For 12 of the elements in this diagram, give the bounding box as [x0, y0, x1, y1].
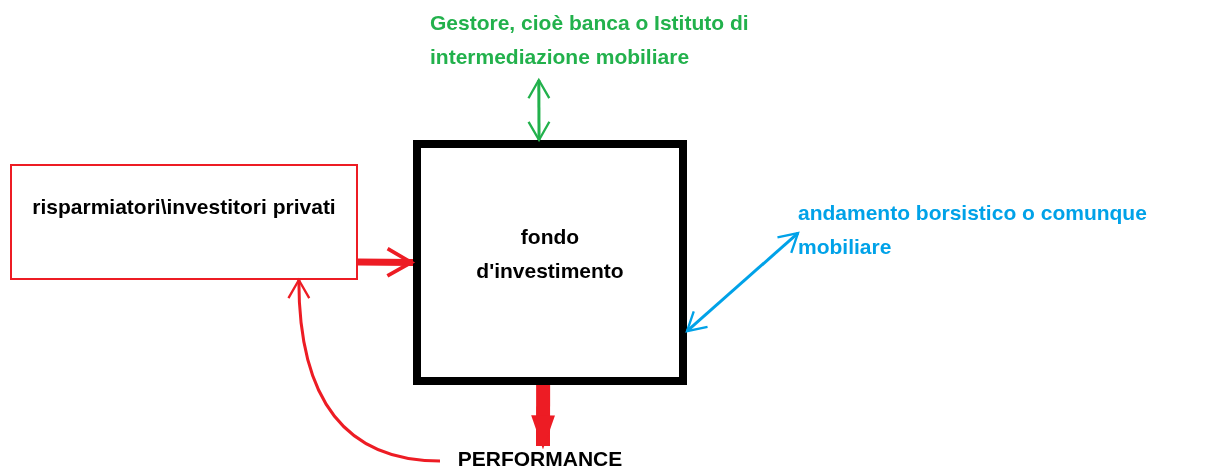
arrow — [531, 384, 555, 450]
node-text: Gestore, cioè banca o Istituto di intermediazione mobiliare — [430, 10, 750, 70]
arrow — [685, 231, 800, 333]
arrow — [527, 78, 551, 142]
node-text: fondo d'investimento — [475, 224, 625, 284]
node-text: andamento borsistico o comunque mobiliare — [798, 200, 1148, 260]
process-box — [10, 164, 358, 280]
arrow — [287, 278, 441, 463]
node-text: risparmiatori\investitori privati — [31, 194, 337, 220]
process-box — [413, 140, 687, 385]
arrow — [357, 246, 414, 278]
node-text: PERFORMANCE — [457, 446, 623, 472]
